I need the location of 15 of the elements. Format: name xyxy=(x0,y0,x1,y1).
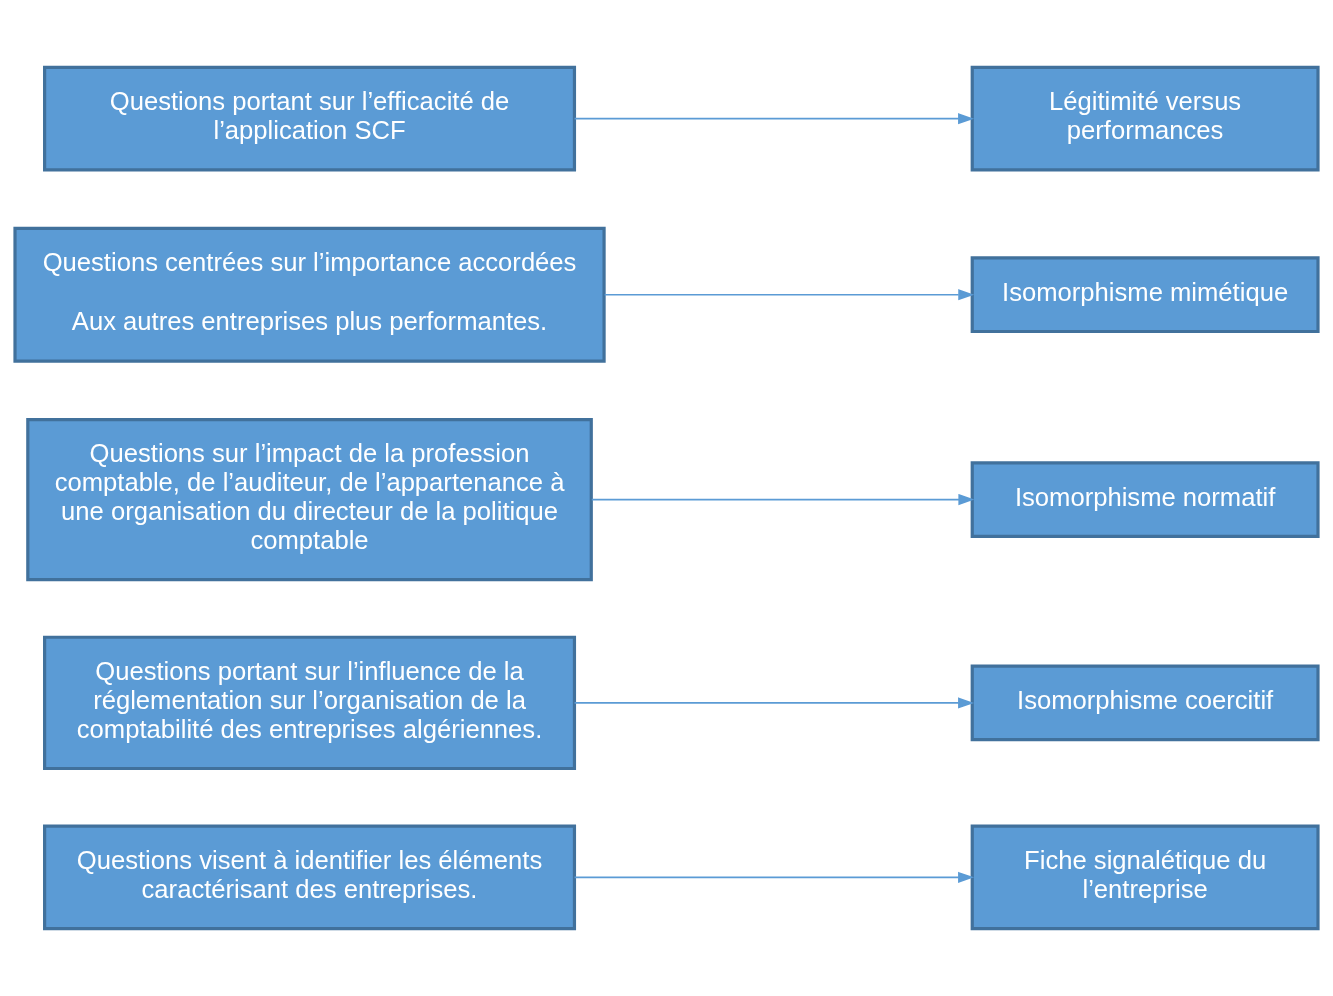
node-box: Questions visent à identifier les éléments caractérisant des entreprises. xyxy=(43,824,577,931)
arrow xyxy=(573,113,975,125)
arrow xyxy=(573,697,975,709)
node-box: Questions portant sur l’efficacité de l’application SCF xyxy=(43,65,577,172)
node-box: Isomorphisme mimétique xyxy=(970,256,1320,334)
arrow xyxy=(573,871,975,883)
node-box: Fiche signalétique du l’entreprise xyxy=(970,824,1320,931)
node-box: Questions centrées sur l’importance accordées Aux autres entreprises plus performantes. xyxy=(13,226,606,363)
node-box: Légitimité versus performances xyxy=(970,65,1320,172)
arrow xyxy=(591,494,975,506)
arrow xyxy=(603,289,975,301)
node-box: Isomorphisme normatif xyxy=(970,461,1320,538)
node-box: Isomorphisme coercitif xyxy=(970,664,1320,742)
node-box: Questions portant sur l’influence de la réglementation sur l’organisation de la comptabilité des entreprises algériennes. xyxy=(43,635,577,771)
node-box: Questions sur l’impact de la profession comptable, de l’auditeur, de l’appartenance à une organisation du directeur de la politique comptable xyxy=(26,417,593,582)
